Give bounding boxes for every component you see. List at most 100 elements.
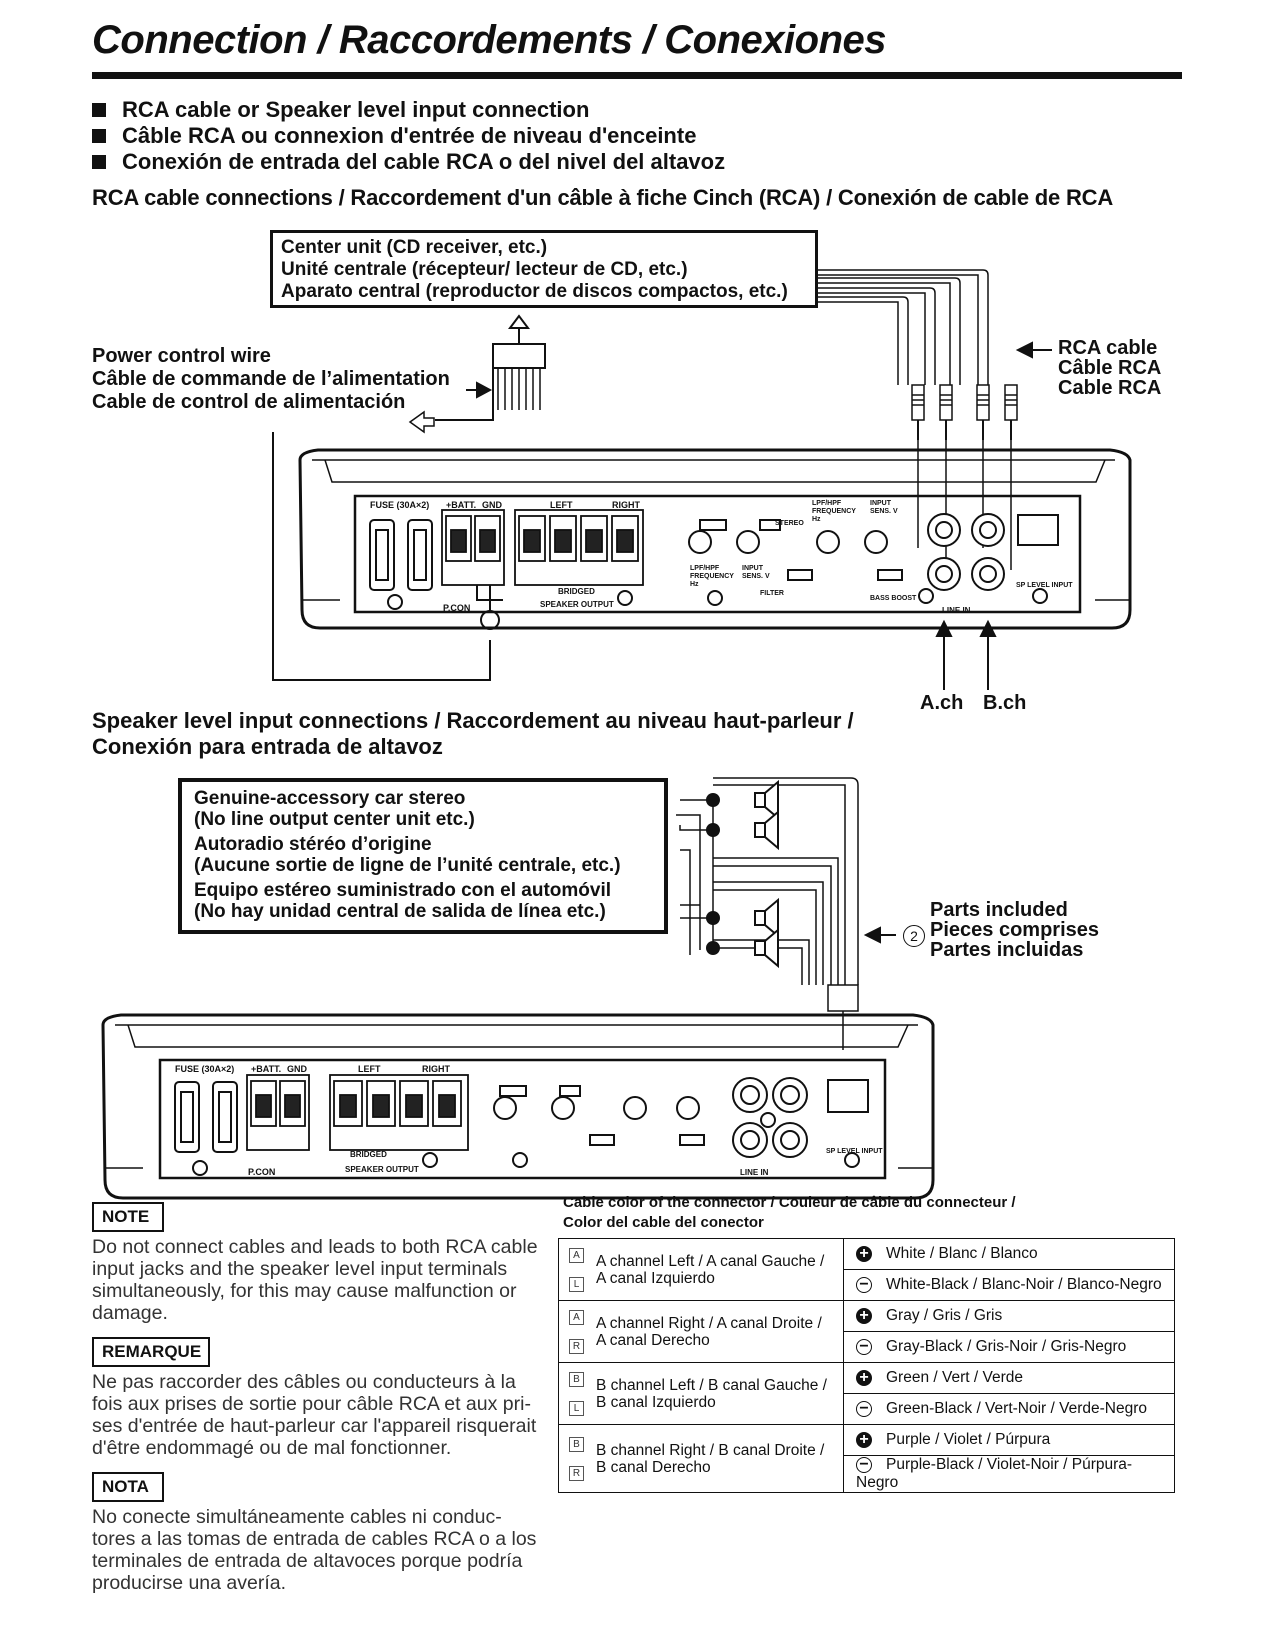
bullet-square-icon	[92, 155, 106, 169]
color-text: Purple-Black / Violet-Noir / Púrpura-Neg…	[856, 1456, 1133, 1491]
line-in-jacks-top	[927, 513, 1059, 591]
color-text: Green / Vert / Verde	[886, 1369, 1023, 1386]
color-text: Green-Black / Vert-Noir / Verde-Negro	[886, 1400, 1148, 1417]
stereo-line: (No line output center unit etc.)	[194, 809, 475, 830]
section-heading-es: Conexión de entrada del cable RCA o del …	[92, 149, 725, 175]
rca-plug-pins	[917, 420, 1012, 440]
right-label: RIGHT	[422, 1064, 450, 1074]
note-text: Do not connect cables and leads to both …	[92, 1236, 538, 1324]
batt-label: +BATT.	[446, 500, 477, 510]
channel-text: A channel Left / A canal Gauche /	[596, 1252, 825, 1270]
section-heading: RCA cable or Speaker level input connect…	[92, 97, 725, 175]
power-terminals-top	[441, 509, 505, 586]
power-terminals-bottom	[246, 1074, 310, 1151]
plus-icon: +	[856, 1245, 872, 1262]
stereo-line: Genuine-accessory car stereo	[194, 788, 466, 809]
batt-label: +BATT.	[251, 1064, 282, 1074]
bridged-label: BRIDGED	[350, 1150, 387, 1159]
rca-cable-label: RCA cable Câble RCA Cable RCA	[1058, 338, 1161, 398]
channel-tag: B	[569, 1436, 584, 1452]
rca-plugs	[911, 384, 1018, 421]
line-in-label: LINE IN	[740, 1168, 769, 1177]
section-heading-line: RCA cable or Speaker level input connect…	[122, 97, 590, 122]
b-ch-label: B.ch	[983, 692, 1027, 714]
stereo-line: (Aucune sortie de ligne de l’unité centr…	[194, 855, 621, 876]
speaker-heading-line: Speaker level input connections / Raccor…	[92, 708, 854, 733]
rca-cable-bundle	[818, 269, 989, 385]
color-cell-minus: −Purple-Black / Violet-Noir / Púrpura-Ne…	[843, 1455, 1175, 1493]
section-heading-fr: Câble RCA ou connexion d'entrée de nivea…	[92, 123, 725, 149]
sp-level-label: SP LEVEL INPUT	[1016, 582, 1073, 589]
speaker-section-heading: Speaker level input connections / Raccor…	[92, 708, 854, 760]
minus-icon: −	[856, 1400, 872, 1417]
screws-bottom	[192, 1112, 860, 1176]
channel-tag: A	[569, 1309, 584, 1325]
input-sens-label: INPUT SENS. V	[742, 565, 770, 580]
side-tag: R	[569, 1338, 584, 1354]
section-heading-line: Câble RCA ou connexion d'entrée de nivea…	[122, 123, 697, 148]
channel-text: B channel Right / B canal Droite /	[596, 1441, 825, 1459]
minus-icon: −	[856, 1338, 872, 1355]
rca-cable-arrow	[1015, 341, 1052, 359]
cable-table-title-line: Color del cable del conector	[563, 1214, 764, 1231]
parts-line: Partes incluidas	[930, 939, 1084, 961]
power-arrow	[466, 381, 493, 399]
color-cell-plus: + White / Blanc / Blanco	[843, 1238, 1175, 1270]
speaker-output-label: SPEAKER OUTPUT	[540, 600, 614, 609]
side-tag: L	[569, 1276, 584, 1292]
section-heading-en: RCA cable or Speaker level input connect…	[92, 97, 725, 123]
center-unit-line: Center unit (CD receiver, etc.)	[281, 237, 548, 258]
bass-boost-label: BASS BOOST	[870, 595, 917, 602]
table-row: −Purple-Black / Violet-Noir / Púrpura-Ne…	[559, 1455, 1175, 1493]
side-tag: L	[569, 1400, 584, 1416]
line-in-jacks-bottom	[732, 1077, 869, 1158]
channel-arrows	[935, 619, 997, 690]
wire-junctions	[706, 793, 720, 955]
amplifier-top	[298, 448, 1132, 630]
stereo-line: Autoradio stéréo d’origine	[194, 834, 432, 855]
center-unit-line: Aparato central (reproductor de discos c…	[281, 281, 788, 302]
center-unit-box: Center unit (CD receiver, etc.) Unité ce…	[270, 230, 818, 308]
parts-included-label: Parts included Pieces comprises Partes i…	[930, 900, 1099, 960]
color-text: White / Blanc / Blanco	[886, 1245, 1038, 1262]
fuses-top	[369, 519, 433, 591]
power-control-line: Câble de commande de l’alimentation	[92, 368, 450, 390]
left-label: LEFT	[358, 1064, 381, 1074]
filter-label: FILTER	[760, 590, 784, 597]
color-cell-minus: −White-Black / Blanc-Noir / Blanco-Negro	[843, 1269, 1175, 1301]
fuse-label: FUSE (30A×2)	[370, 500, 430, 510]
color-cell-minus: −Gray-Black / Gris-Noir / Gris-Negro	[843, 1331, 1175, 1363]
rca-section-heading: RCA cable connections / Raccordement d'u…	[92, 185, 1114, 210]
color-text: Gray / Gris / Gris	[886, 1307, 1003, 1324]
remarque-label: REMARQUE	[92, 1337, 210, 1367]
parts-arrow	[863, 926, 896, 944]
note-label: NOTE	[92, 1202, 164, 1232]
rca-cable-line: Cable RCA	[1058, 377, 1162, 399]
lpf-hpf-label-b: LPF/HPF FREQUENCY Hz	[812, 500, 856, 523]
speaker-terminals-bottom	[329, 1074, 469, 1151]
parts-number-badge: 2	[903, 925, 925, 947]
title-rule	[92, 72, 1182, 79]
stereo-label: STEREO	[775, 520, 804, 527]
harness-plug	[827, 984, 859, 1050]
power-control-line: Cable de control de alimentación	[92, 391, 406, 413]
parts-line: Parts included	[930, 899, 1068, 921]
right-label: RIGHT	[612, 500, 640, 510]
power-connector-wires	[497, 368, 541, 410]
pcon-label: P.CON	[248, 1167, 276, 1177]
car-stereo-box: Genuine-accessory car stereo (No line ou…	[178, 778, 668, 934]
rca-cable-line: RCA cable	[1058, 337, 1158, 359]
gnd-label: GND	[482, 500, 502, 510]
color-text: White-Black / Blanc-Noir / Blanco-Negro	[886, 1276, 1162, 1293]
speaker-symbols	[754, 779, 779, 969]
a-ch-label: A.ch	[920, 692, 964, 714]
side-tag: R	[569, 1465, 584, 1481]
power-control-label: Power control wire Câble de commande de …	[92, 345, 450, 414]
